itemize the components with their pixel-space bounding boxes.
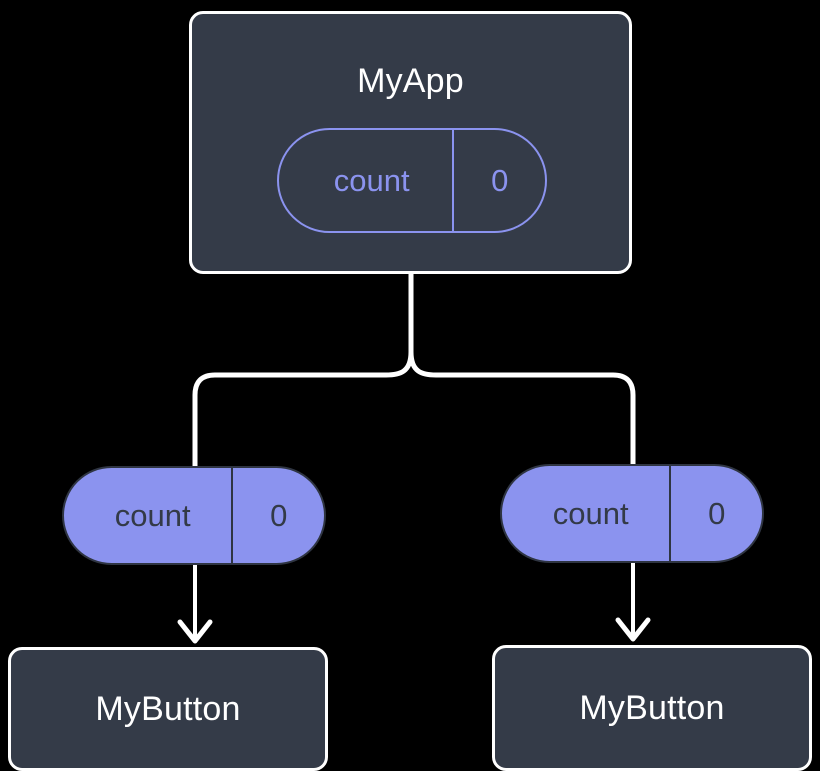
arrowhead-right — [615, 617, 651, 642]
component-title-mybutton: MyButton — [579, 689, 725, 727]
state-pill-value: 0 — [491, 163, 509, 198]
state-pill-name: count — [64, 468, 234, 563]
state-pill-right[interactable]: count 0 — [500, 464, 764, 563]
state-pill-name: count — [502, 466, 672, 561]
state-pill-myapp[interactable]: count 0 — [277, 128, 547, 233]
component-title-myapp: MyApp — [357, 62, 464, 100]
edge-fork-to-right-state — [408, 351, 636, 468]
component-node-mybutton-right[interactable]: MyButton — [492, 645, 812, 771]
component-title-mybutton: MyButton — [95, 690, 241, 728]
state-pill-name: count — [279, 130, 455, 231]
component-node-mybutton-left[interactable]: MyButton — [8, 647, 328, 771]
state-pill-value: 0 — [708, 496, 726, 531]
edge-fork-to-left-state — [192, 351, 414, 470]
arrowhead-left — [177, 619, 213, 644]
state-pill-left[interactable]: count 0 — [62, 466, 326, 565]
state-pill-value: 0 — [270, 498, 288, 533]
